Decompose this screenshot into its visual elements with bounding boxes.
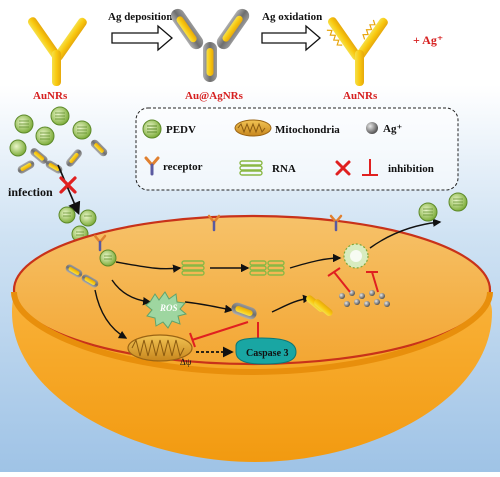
legend-receptor-label: receptor [163,161,203,173]
legend-ag-label: Ag⁺ [383,123,402,135]
legend-box: PEDV Mitochondria Ag⁺ receptor RNA inhib… [135,107,459,191]
top-row: AuNRs Ag deposition Au@AgNRs Ag oxidatio… [27,8,443,102]
aunrs-right-label: AuNRs [343,90,378,102]
au-ag-nrs-label: Au@AgNRs [185,90,244,102]
exiting-viruses [418,192,468,222]
virus-rod-cluster [9,106,108,174]
infection-arrow [57,164,81,215]
caspase-label: Caspase 3 [246,348,289,359]
legend-rna-icon [239,160,263,176]
delta-psi-label: Δψ [180,357,192,367]
step-ag-deposition: Ag deposition [108,11,173,23]
caspase-3-badge: Caspase 3 [235,337,297,365]
legend-inhibition-label: inhibition [388,163,434,175]
cell-aunrs [306,295,333,316]
legend-pedv-icon [142,119,162,139]
ag-oxidation-arrow [261,24,321,52]
cell-body [11,214,493,462]
cell-mitochondria: Δψ [127,334,193,367]
ag-ion-label: + Ag⁺ [413,33,443,47]
legend-ag-icon [366,122,378,134]
infection-label: infection [8,185,53,199]
rna-group-2 [249,260,285,276]
au-ag-nrs-icon [170,8,250,82]
aunrs-left-label: AuNRs [33,90,68,102]
receptor-icon [329,214,343,232]
legend-receptor-icon [144,156,160,176]
ros-burst: ROS [145,291,188,329]
membrane-receptors [93,214,343,252]
legend-mitochondria-icon [234,119,272,137]
ag-ions-cluster [339,290,390,307]
legend-rna-label: RNA [272,163,296,175]
legend-mitochondria-label: Mitochondria [275,124,340,136]
infection-block-x-icon [59,176,77,194]
ros-label: ROS [159,303,178,313]
aunrs-left-icon [27,17,87,86]
legend-inhibition-icon [335,159,378,176]
receptor-icon [207,214,221,232]
assembled-virus [343,243,369,269]
aunrs-right-icon [326,17,388,86]
internalized-rods [65,264,99,288]
entering-virus [99,249,117,267]
step-ag-oxidation: Ag oxidation [262,11,322,23]
rna-group-1 [181,260,205,276]
receptor-icon [93,234,107,252]
legend-pedv-label: PEDV [166,124,196,136]
cell-au-ag-nr [231,302,257,320]
ag-deposition-arrow [111,24,173,52]
